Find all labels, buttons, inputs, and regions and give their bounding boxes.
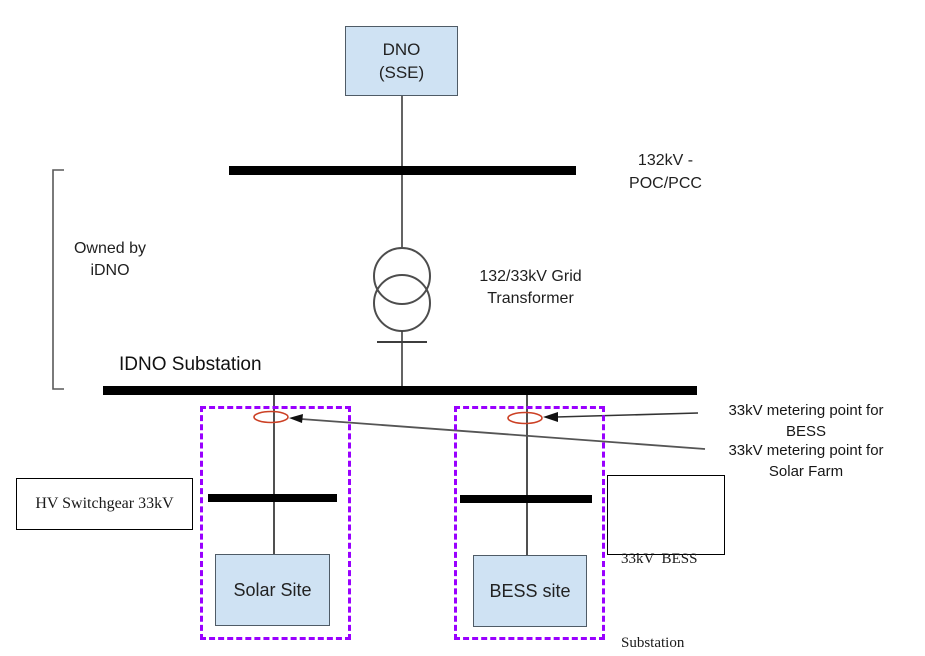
bess-metering-arrowhead-icon (543, 412, 558, 422)
dno-label-line2: (SSE) (378, 63, 425, 82)
owned-by-line1: Owned by (73, 240, 147, 257)
owned-by-idno-bracket (52, 169, 64, 390)
solar-metering-label: 33kV metering point for Solar Farm (700, 440, 912, 482)
bess-substation-label-line1: 33kV BESS (621, 551, 698, 567)
bess-site-label: BESS site (489, 580, 571, 601)
solar-substation-boundary (200, 406, 351, 640)
solar-metering-pointer-line (300, 418, 706, 450)
hv-switchgear-label: HV Switchgear 33kV (35, 495, 174, 512)
solar-metering-point-icon (253, 410, 289, 424)
grid-transformer-label: 132/33kV Grid Transformer (453, 266, 608, 310)
poc-pcc-label-line1: 132kV - (637, 152, 694, 169)
owned-by-idno-label: Owned by iDNO (58, 238, 162, 282)
bess-metering-label-line2: BESS (785, 423, 827, 440)
solar-site-box: Solar Site (215, 554, 330, 626)
bess-metering-label-line1: 33kV metering point for (728, 402, 884, 419)
solar-metering-label-line2: Solar Farm (768, 463, 844, 480)
idno-substation-label: IDNO Substation (119, 354, 262, 375)
transformer-primary-winding-icon (373, 247, 431, 305)
grid-transformer-label-line1: 132/33kV Grid (479, 268, 582, 285)
bess-metering-label: 33kV metering point for BESS (700, 400, 912, 442)
solar-switchgear-busbar (208, 494, 337, 502)
idno-substation-busbar-33kv (103, 386, 697, 395)
bess-substation-label-line2: Substation (621, 635, 685, 651)
grid-transformer-label-line2: Transformer (487, 290, 574, 307)
dno-label-line1: DNO (382, 40, 421, 59)
solar-metering-arrowhead-icon (289, 414, 303, 423)
bess-site-box: BESS site (473, 555, 587, 627)
solar-metering-label-line1: 33kV metering point for (728, 442, 884, 459)
poc-pcc-label-line2: POC/PCC (629, 175, 702, 192)
poc-busbar-132kv (229, 166, 576, 175)
hv-switchgear-callout: HV Switchgear 33kV (16, 478, 193, 530)
bess-switchgear-busbar (460, 495, 592, 503)
bess-metering-point-icon (507, 411, 543, 425)
bess-metering-pointer-line (555, 412, 699, 418)
bess-substation-callout: 33kV BESS Substation (607, 475, 725, 651)
poc-pcc-label: 132kV - POC/PCC (588, 149, 743, 195)
bess-substation-boundary (454, 406, 605, 640)
solar-site-label: Solar Site (233, 579, 312, 600)
dno-source-box: DNO (SSE) (345, 26, 458, 96)
owned-by-line2: iDNO (90, 262, 130, 279)
